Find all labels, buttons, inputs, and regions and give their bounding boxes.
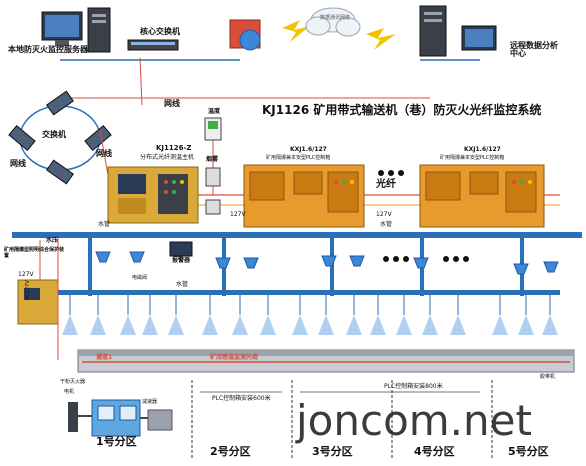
smoke-label: 烟雾 — [206, 156, 219, 163]
spray-patterns — [62, 315, 558, 335]
cloud-label: 数据通讯网络 — [320, 15, 351, 21]
main-water-pipe — [12, 232, 582, 238]
lan-label-b: 网线 — [10, 159, 26, 168]
plc-controller-1-icon — [243, 164, 365, 228]
motor-label: 电机 — [64, 389, 75, 395]
plc-controller-2-icon — [419, 164, 545, 228]
belt-label: 胶带机 — [540, 374, 556, 380]
temperature-sensor-icon — [204, 117, 222, 141]
volt-label-1: 127V — [18, 271, 34, 278]
water-pressure-label: 水压 — [46, 237, 59, 244]
valve-icons — [95, 251, 559, 275]
plc-2-desc: 矿用隔爆兼本安型PLC控制箱 — [440, 155, 505, 161]
zone-3-label: 3号分区 — [312, 445, 353, 458]
valve-label: 电磁阀 — [132, 275, 148, 281]
zone-1-label: 1号分区 — [96, 435, 137, 448]
switch-ring — [8, 90, 112, 185]
lightning-icon-right — [366, 28, 396, 50]
lan-label-c: 网线 — [96, 149, 112, 158]
cloud-icon — [305, 7, 361, 37]
branch-water-pipe — [30, 290, 560, 295]
water-pipe-label-2: 水管 — [380, 221, 393, 228]
volt-label-3: 127V — [376, 211, 392, 218]
local-server-label: 本地防灭火监控服务器 — [8, 45, 88, 54]
temp-label: 温度 — [208, 108, 221, 115]
zone-2-label: 2号分区 — [210, 445, 251, 458]
alarm-label: 报警器 — [172, 257, 191, 264]
core-switch-icon — [127, 39, 179, 51]
water-pipe-label-3: 水管 — [176, 281, 189, 288]
lan-line-drop — [139, 57, 143, 106]
sensing-fiber-label: 矿用感温监测光缆 — [210, 354, 259, 361]
zone-dividers — [191, 380, 493, 460]
firewall-icon — [229, 19, 261, 51]
lan-label-a: 网线 — [164, 99, 180, 108]
host-model-label: KJ1126-Z — [156, 144, 192, 152]
power-cabinet-label: 矿用隔爆型照明综合保护装置 — [4, 247, 65, 259]
spacing-label-1: PLC控制箱安装600米 — [212, 395, 271, 402]
power-cabinet-icon — [17, 279, 59, 325]
smoke-sensor-icon — [205, 167, 221, 215]
sprinkler-drops — [69, 295, 551, 315]
remote-center-icon — [419, 5, 497, 57]
host-desc-label: 分布式光纤测温主机 — [140, 154, 195, 161]
host-cabinet-icon — [107, 166, 199, 224]
local-server-icon — [41, 7, 111, 53]
plc-1-model: KXJ1.6/127 — [290, 146, 327, 153]
switch-ring-label: 交换机 — [42, 130, 66, 139]
extinguisher-label: 干粉灭火器 — [60, 379, 86, 385]
remote-center-label: 远程数据分析中心 — [510, 41, 558, 58]
volt-label-2: 127V — [230, 211, 246, 218]
core-switch-label: 核心交换机 — [140, 27, 180, 36]
zone-4-label: 4号分区 — [414, 445, 455, 458]
cable-label: AC127V — [25, 280, 31, 300]
spacing-label-2: PLC控制箱安装800米 — [384, 383, 443, 390]
watermark: joncom.net — [296, 396, 532, 445]
alarm-icon — [169, 241, 193, 257]
plc-1-desc: 矿用隔爆兼本安型PLC控制箱 — [266, 155, 331, 161]
channel-label: 通道1 — [96, 354, 113, 361]
plc-2-model: KXJ1.6/127 — [464, 146, 501, 153]
water-pipe-label-1: 水管 — [98, 221, 111, 228]
zone-5-label: 5号分区 — [508, 445, 549, 458]
fiber-label: 光纤 — [376, 179, 396, 190]
diagram-title: KJ1126 矿用带式输送机（巷）防灭火光纤监控系统 — [262, 103, 542, 117]
lightning-icon-left — [282, 20, 310, 42]
drive-unit-icon — [68, 399, 173, 437]
reducer-label: 减速器 — [142, 399, 158, 405]
